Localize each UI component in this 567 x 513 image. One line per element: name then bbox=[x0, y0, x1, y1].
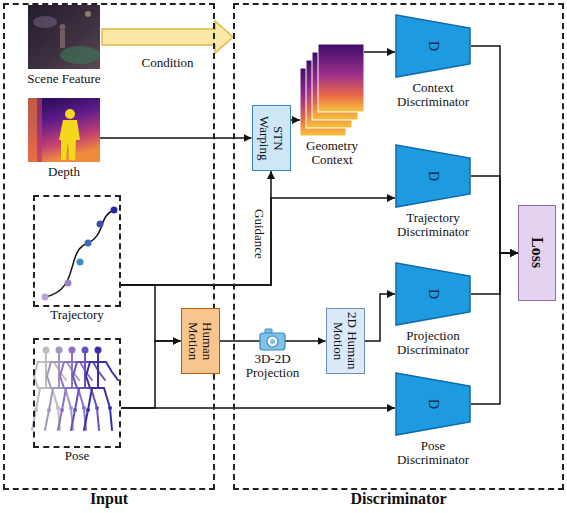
connector bbox=[471, 46, 518, 253]
node-caption: Scene Feature bbox=[27, 72, 100, 86]
scene-feature-image bbox=[28, 5, 100, 69]
node-caption: Projection Discriminator bbox=[385, 329, 481, 358]
loss-box: Loss bbox=[518, 205, 556, 301]
edge-label: Guidance bbox=[252, 209, 266, 259]
box-label: Human Motion bbox=[186, 312, 215, 370]
connector bbox=[364, 51, 395, 53]
scene-feature-image bbox=[33, 16, 57, 28]
connector bbox=[471, 253, 518, 294]
block-letter: D bbox=[425, 289, 440, 299]
depth-map bbox=[28, 98, 37, 162]
box-label: Loss bbox=[528, 209, 546, 297]
trajectory-curve bbox=[45, 210, 114, 297]
trapezoid-outline bbox=[396, 263, 470, 325]
input-region: InputScene FeatureDepthTrajectoryPose bbox=[3, 3, 215, 490]
scene-feature-image bbox=[60, 46, 100, 64]
pose-node: Pose bbox=[33, 338, 121, 448]
geometry-context-stack bbox=[318, 44, 364, 112]
depth-node: Depth bbox=[28, 98, 100, 162]
scene-feature-image bbox=[85, 11, 91, 17]
geometry-context-node: Geometry Context bbox=[300, 44, 364, 136]
node-caption: Pose Discriminator bbox=[385, 439, 481, 468]
connector bbox=[100, 137, 252, 139]
connector bbox=[121, 171, 271, 285]
box-label: 2D Human Motion bbox=[331, 312, 360, 370]
trapezoid-outline bbox=[396, 373, 470, 435]
scene-feature-image bbox=[60, 30, 65, 48]
connector bbox=[121, 407, 395, 409]
pose-skeletons bbox=[32, 347, 118, 431]
connector bbox=[121, 341, 181, 408]
node-caption: Trajectory Discriminator bbox=[385, 211, 481, 240]
block-letter: D bbox=[425, 41, 440, 51]
region-heading: Input bbox=[90, 490, 128, 508]
camera-icon bbox=[267, 336, 278, 347]
trapezoid-outline bbox=[396, 145, 470, 207]
connector bbox=[471, 176, 518, 253]
node-caption: Pose bbox=[65, 449, 90, 463]
block-letter: D bbox=[425, 399, 440, 409]
trajectory-curve bbox=[111, 207, 118, 214]
process-box: 2D Human Motion bbox=[326, 308, 365, 374]
depth-map bbox=[28, 98, 100, 162]
depth-map bbox=[28, 98, 100, 162]
node-caption: Trajectory bbox=[50, 308, 104, 322]
region-heading: Discriminator bbox=[351, 490, 447, 508]
discriminator-block: DContext Discriminator bbox=[395, 14, 471, 78]
camera-icon bbox=[270, 339, 275, 344]
edge-label: 3D-2D Projection bbox=[237, 352, 309, 381]
connector bbox=[121, 198, 395, 285]
connector bbox=[471, 253, 518, 404]
node-caption: Geometry Context bbox=[297, 139, 367, 168]
camera-icon bbox=[260, 329, 285, 350]
trajectory-curve bbox=[42, 207, 118, 301]
process-box: Human Motion bbox=[181, 308, 220, 374]
scene-feature-node: Scene Feature bbox=[28, 5, 100, 69]
pose-skeletons bbox=[84, 347, 118, 431]
discriminator-block: DProjection Discriminator bbox=[395, 262, 471, 326]
discriminator-block: DTrajectory Discriminator bbox=[395, 144, 471, 208]
connector bbox=[291, 119, 301, 121]
trajectory-curve bbox=[77, 259, 84, 266]
trajectory-curve bbox=[97, 221, 104, 228]
discriminator-region: DiscriminatorSTN WarpingGeometry Context… bbox=[233, 3, 564, 490]
node-caption: Depth bbox=[48, 165, 80, 179]
depth-map bbox=[65, 109, 75, 119]
edge-label: Condition bbox=[141, 56, 193, 70]
camera-icon bbox=[260, 333, 285, 350]
depth-map bbox=[37, 98, 42, 162]
node-caption: Context Discriminator bbox=[385, 81, 481, 110]
box-label: STN Warping bbox=[257, 109, 286, 167]
trajectory-node: Trajectory bbox=[33, 195, 121, 307]
trapezoid-outline bbox=[396, 15, 470, 77]
trajectory-curve bbox=[65, 280, 72, 287]
geometry-context-stack bbox=[300, 44, 364, 136]
connector bbox=[121, 285, 181, 341]
trajectory-curve bbox=[42, 294, 49, 301]
trajectory-curve bbox=[85, 240, 92, 247]
connector bbox=[365, 294, 396, 341]
depth-map bbox=[59, 120, 80, 160]
process-box: STN Warping bbox=[252, 105, 291, 171]
scene-feature-image bbox=[28, 5, 100, 69]
block-letter: D bbox=[425, 171, 440, 181]
scene-feature-image bbox=[60, 24, 66, 30]
discriminator-block: DPose Discriminator bbox=[395, 372, 471, 436]
